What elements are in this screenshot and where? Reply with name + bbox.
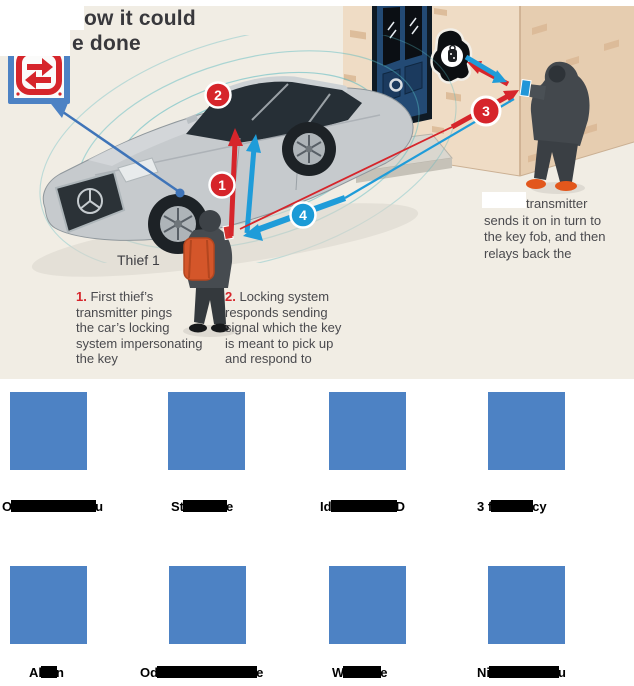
svg-text:2: 2 (214, 87, 222, 103)
redaction-bar (11, 500, 97, 512)
step1-number: 1. (76, 289, 87, 304)
rear-wheel (282, 122, 336, 176)
thumbnail-placeholder[interactable] (488, 566, 565, 644)
arrow-step2 (244, 134, 261, 234)
svg-text:4: 4 (299, 207, 307, 223)
thumbnail-placeholder[interactable] (10, 392, 87, 470)
title-line-2: e done (72, 32, 141, 55)
thumbnail-placeholder[interactable] (488, 392, 565, 470)
leader-dot-icon (175, 188, 185, 198)
redaction-bar (41, 666, 57, 678)
redaction-bar (489, 666, 559, 678)
redaction-bar (343, 666, 382, 678)
step3-caption: transmitter sends it on in turn to the k… (484, 196, 606, 261)
step-badges: 2 1 4 3 (204, 81, 502, 229)
thumbnail-placeholder[interactable] (10, 566, 87, 644)
redaction-bar (183, 500, 227, 512)
badge-step2: 2 (204, 81, 232, 109)
page-title: ow it could e done (72, 6, 196, 56)
step2-caption: 2. Locking system responds sending signa… (225, 289, 342, 366)
infographic-illustration: 2 1 4 3 (0, 0, 634, 379)
wing-mirror (186, 114, 198, 124)
thumbnail-placeholder[interactable] (329, 566, 406, 644)
door-handle-icon (389, 78, 403, 92)
badge-step1: 1 (208, 171, 236, 199)
thief-1-figure (183, 210, 237, 337)
thumbnail-placeholder[interactable] (169, 566, 246, 644)
arrow-from-key-fob (464, 54, 507, 83)
white-patches (0, 0, 634, 208)
badge-step4: 4 (289, 201, 317, 229)
thumbnail-placeholder[interactable] (168, 392, 245, 470)
step1-caption: 1. First thief’s transmitter pings the c… (76, 289, 203, 366)
svg-text:1: 1 (218, 177, 226, 193)
step2-number: 2. (225, 289, 236, 304)
headlight (117, 157, 159, 183)
grille (54, 170, 126, 234)
title-line-1: ow it could (84, 7, 196, 30)
svg-text:3: 3 (482, 103, 490, 119)
redaction-bar (330, 500, 397, 512)
badge-step3: 3 (470, 95, 502, 127)
thief2-transmitter-device (519, 78, 532, 98)
redaction-bar (491, 500, 534, 512)
thumbnail-placeholder[interactable] (329, 392, 406, 470)
thief1-label: Thief 1 (117, 252, 160, 268)
redaction-bar (157, 666, 258, 678)
key-fob-icon (430, 28, 473, 84)
thief-2-figure (519, 61, 590, 194)
brand-star-icon (77, 188, 103, 214)
